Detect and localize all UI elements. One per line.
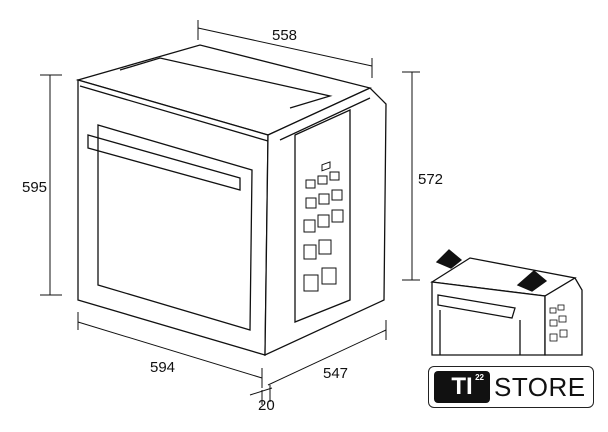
oven-body bbox=[75, 44, 387, 357]
logo-text: STORE bbox=[494, 371, 586, 402]
logo-badge-text: TI bbox=[451, 373, 473, 400]
hand-icon-left bbox=[435, 249, 463, 269]
installation-inset bbox=[430, 249, 583, 356]
logo-superscript: 22 bbox=[475, 373, 484, 382]
dim-547: 547 bbox=[323, 365, 348, 382]
dim-572: 572 bbox=[418, 171, 443, 188]
dim-20: 20 bbox=[258, 397, 275, 414]
side-vent-panel bbox=[294, 108, 351, 323]
dim-595: 595 bbox=[22, 179, 47, 196]
hand-icon-right bbox=[516, 270, 548, 292]
dim-558: 558 bbox=[272, 27, 297, 44]
side-vents bbox=[303, 161, 344, 292]
dim-594: 594 bbox=[150, 359, 175, 376]
dimension-lines bbox=[40, 20, 420, 405]
oven-handle bbox=[87, 134, 241, 191]
